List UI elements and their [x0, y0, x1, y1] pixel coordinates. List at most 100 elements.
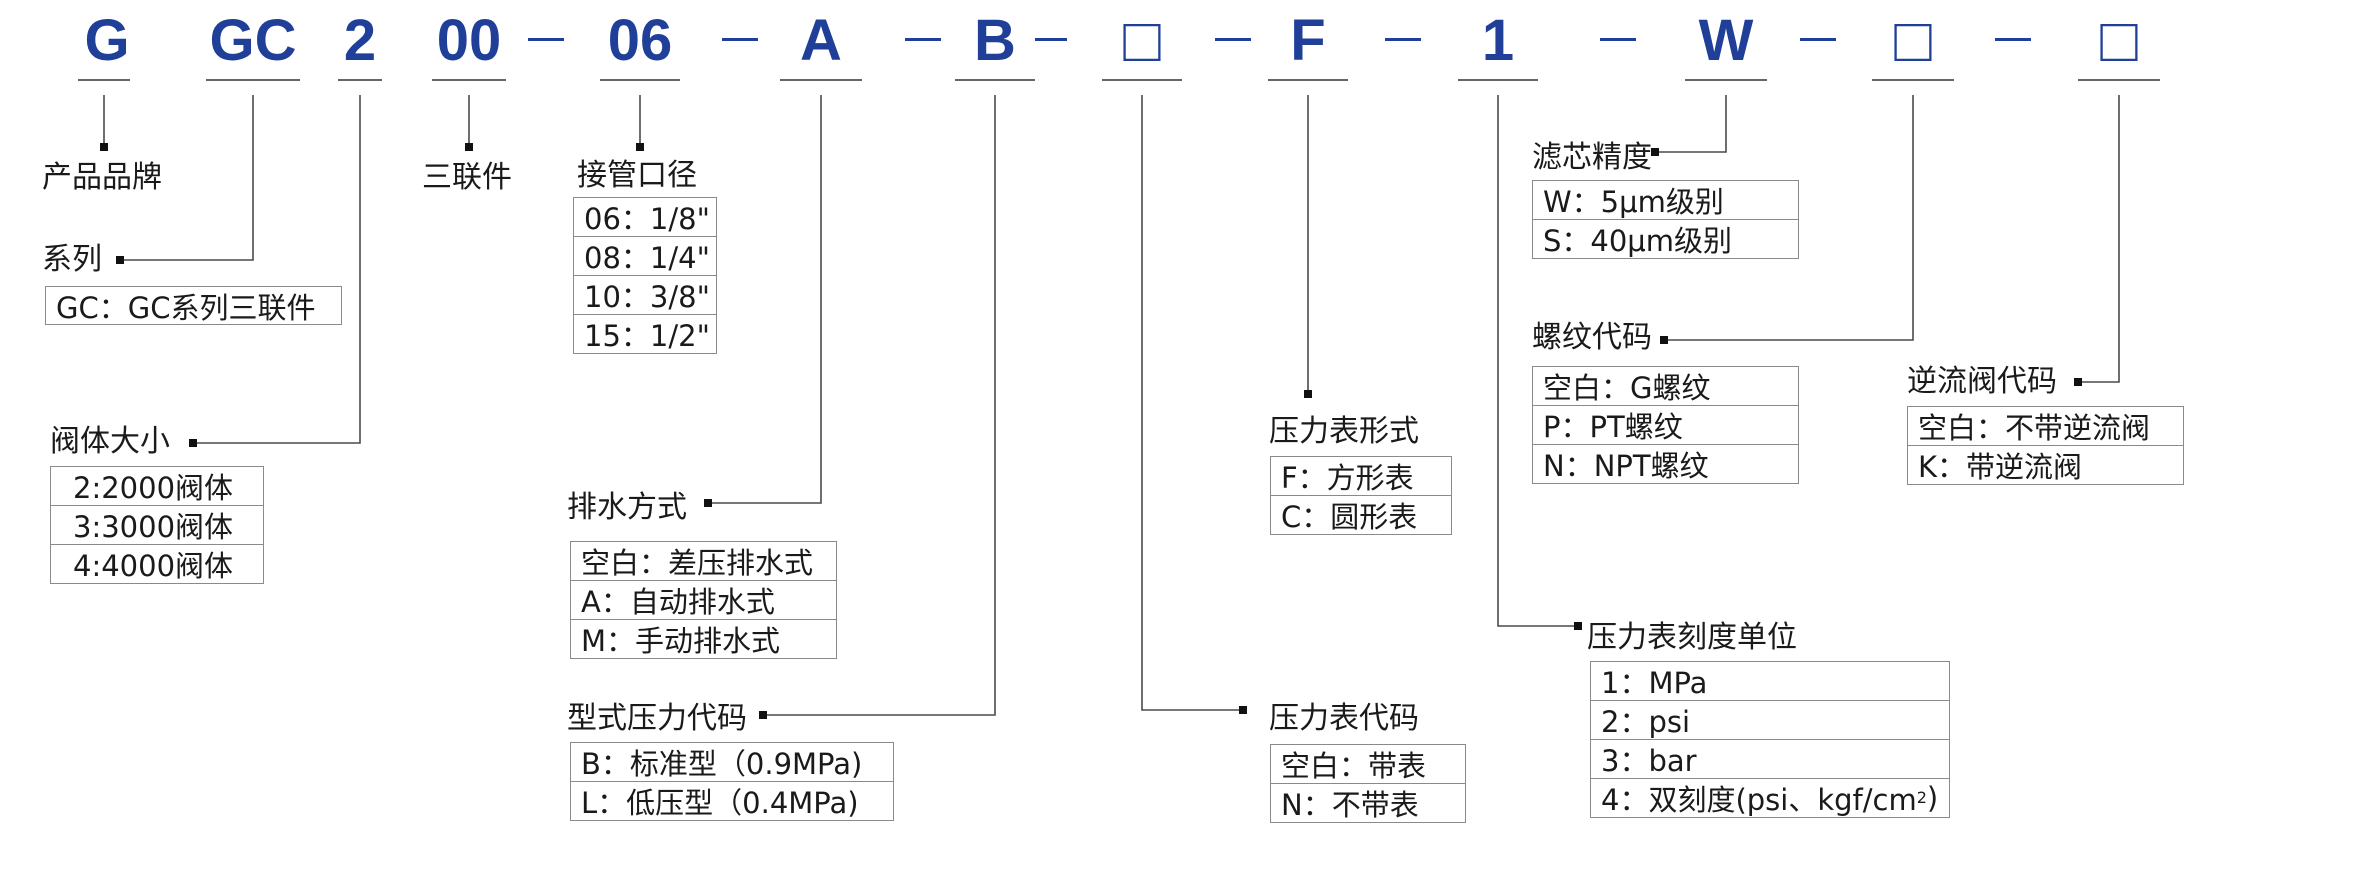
underline	[1685, 79, 1767, 81]
table-pressure-type: B：标准型（0.9MPa) L：低压型（0.4MPa)	[570, 742, 894, 821]
leader-pressure-type	[763, 95, 996, 716]
code-check-valve: □	[2100, 5, 2138, 75]
code-type: 00	[436, 7, 502, 73]
label-check-valve: 逆流阀代码	[1907, 364, 2057, 399]
leader-series-dot	[116, 256, 124, 264]
table-row: GC：GC系列三联件	[46, 287, 341, 325]
underline	[338, 79, 382, 81]
separator-dash	[1600, 38, 1636, 41]
table-gauge-form: F：方形表 C：圆形表	[1270, 456, 1452, 535]
underline	[600, 79, 680, 81]
underline	[206, 79, 300, 81]
underline	[78, 79, 130, 81]
separator-dash	[905, 38, 941, 41]
table-row: 15：1/2"	[574, 315, 716, 354]
leader-thread-dot	[1660, 336, 1668, 344]
separator-dash	[722, 38, 758, 41]
underline	[432, 79, 506, 81]
leader-pressure-type-dot	[759, 711, 767, 719]
underline	[1458, 79, 1538, 81]
row-text: 4：双刻度(psi、kgf/cm	[1601, 783, 1917, 817]
table-filter: W：5μm级别 S：40μm级别	[1532, 180, 1799, 259]
label-brand: 产品品牌	[42, 160, 162, 195]
table-drain: 空白：差压排水式 A：自动排水式 M：手动排水式	[570, 541, 837, 659]
leader-filter-dot	[1651, 148, 1659, 156]
leader-size-dot	[189, 439, 197, 447]
code-filter: W	[1698, 7, 1754, 73]
table-row: K：带逆流阀	[1908, 446, 2183, 485]
label-series: 系列	[42, 242, 102, 277]
underline	[1872, 79, 1954, 81]
label-gauge-form: 压力表形式	[1269, 414, 1419, 449]
leader-size	[193, 95, 361, 444]
label-type: 三联件	[422, 160, 512, 195]
underline	[1102, 79, 1182, 81]
leader-gauge-unit-dot	[1574, 622, 1582, 630]
separator-dash	[1385, 38, 1421, 41]
separator-dash	[1215, 38, 1251, 41]
table-row: 08：1/4"	[574, 237, 716, 276]
code-pressure-type: B	[974, 7, 1016, 73]
table-row: 空白：差压排水式	[571, 542, 836, 581]
table-row: 2:2000阀体	[51, 467, 263, 506]
leader-filter	[1655, 95, 1727, 153]
label-gauge-code: 压力表代码	[1269, 701, 1419, 736]
separator-dash	[528, 38, 564, 41]
table-row: 空白：不带逆流阀	[1908, 407, 2183, 446]
leader-gauge-code	[1141, 95, 1243, 711]
table-row: S：40μm级别	[1533, 220, 1798, 259]
label-gauge-unit: 压力表刻度单位	[1587, 620, 1797, 655]
code-size: 2	[343, 7, 377, 73]
label-port: 接管口径	[577, 158, 697, 193]
code-gauge-unit: 1	[1481, 7, 1515, 73]
leader-gauge-form-dot	[1304, 390, 1312, 398]
underline	[955, 79, 1035, 81]
label-size: 阀体大小	[50, 424, 170, 459]
table-row: W：5μm级别	[1533, 181, 1798, 220]
label-thread: 螺纹代码	[1532, 320, 1652, 355]
table-thread: 空白：G螺纹 P：PT螺纹 N：NPT螺纹	[1532, 366, 1799, 484]
table-row: B：标准型（0.9MPa)	[571, 743, 893, 782]
table-row: P：PT螺纹	[1533, 406, 1798, 445]
table-row: 06：1/8"	[574, 198, 716, 237]
table-row: C：圆形表	[1271, 496, 1451, 535]
leader-drain	[708, 95, 822, 504]
leader-gauge-code-dot	[1239, 706, 1247, 714]
separator-dash	[1995, 38, 2031, 41]
underline	[2078, 79, 2160, 81]
table-row: 空白：G螺纹	[1533, 367, 1798, 406]
code-thread: □	[1894, 5, 1932, 75]
code-series: GC	[209, 7, 297, 73]
table-row: N：NPT螺纹	[1533, 445, 1798, 484]
leader-check-valve	[2078, 95, 2120, 383]
table-row: A：自动排水式	[571, 581, 836, 620]
table-gauge-code: 空白：带表 N：不带表	[1270, 744, 1466, 823]
table-row: 4:4000阀体	[51, 545, 263, 584]
underline	[780, 79, 862, 81]
separator-dash	[1035, 38, 1067, 41]
table-check-valve: 空白：不带逆流阀 K：带逆流阀	[1907, 406, 2184, 485]
leader-gauge-unit	[1497, 95, 1578, 627]
code-gauge-code: □	[1123, 5, 1161, 75]
table-row: 空白：带表	[1271, 745, 1465, 784]
table-row: F：方形表	[1271, 457, 1451, 496]
table-row: 2：psi	[1591, 701, 1949, 740]
table-port: 06：1/8" 08：1/4" 10：3/8" 15：1/2"	[573, 197, 717, 354]
label-filter: 滤芯精度	[1532, 140, 1652, 175]
table-row: 3:3000阀体	[51, 506, 263, 545]
code-gauge-form: F	[1290, 7, 1326, 73]
leader-thread	[1664, 95, 1914, 341]
leader-drain-dot	[704, 499, 712, 507]
separator-dash	[1800, 38, 1836, 41]
label-drain: 排水方式	[567, 490, 687, 525]
code-drain: A	[800, 7, 842, 73]
code-brand: G	[84, 7, 130, 73]
code-port: 06	[607, 7, 673, 73]
label-pressure-type: 型式压力代码	[567, 701, 747, 736]
table-row: 1：MPa	[1591, 662, 1949, 701]
leader-check-valve-dot	[2074, 378, 2082, 386]
